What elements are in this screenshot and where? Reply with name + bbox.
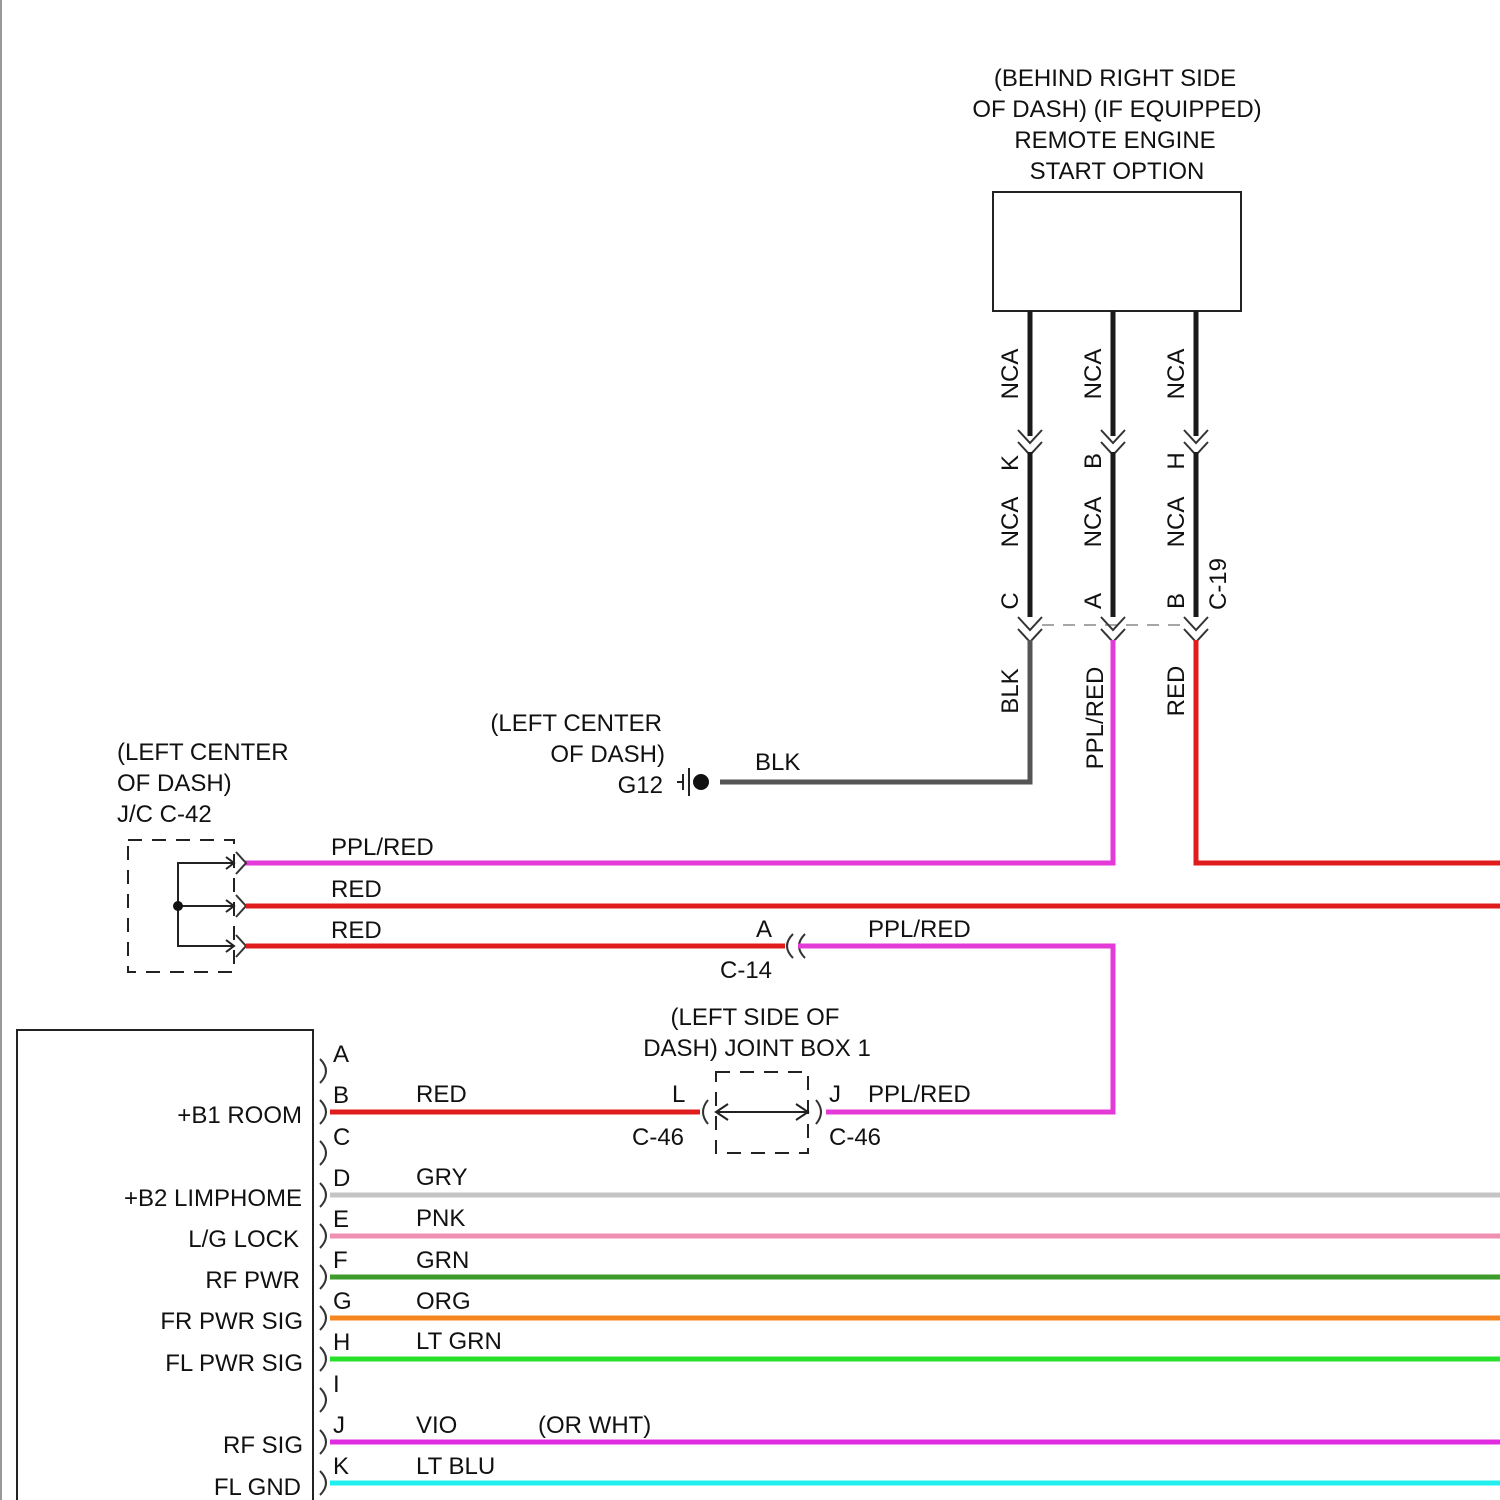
connector-terminal (1018, 617, 1042, 642)
module-wire-label: LT GRN (416, 1328, 502, 1355)
module-wire-label: GRN (416, 1247, 469, 1274)
module-function-label: FR PWR SIG (160, 1308, 303, 1335)
ground-icon (677, 768, 709, 796)
remote-start-label-line: START OPTION (1030, 158, 1205, 185)
nca-label: NCA (997, 497, 1024, 548)
pin-letter: B (1080, 453, 1107, 469)
jc-wire-label: RED (331, 917, 382, 944)
module-pin-letter: K (333, 1453, 349, 1480)
remote-start-label-line: REMOTE ENGINE (1014, 127, 1215, 154)
joint-box-bus (716, 1104, 808, 1120)
module-wire-label: RED (416, 1081, 467, 1108)
connector-terminal (1101, 617, 1125, 642)
joint-box-label-line: DASH) JOINT BOX 1 (643, 1035, 871, 1062)
module-pin-letter: G (333, 1288, 352, 1315)
jc-label-line: J/C C-42 (117, 801, 212, 828)
module-function-label: RF SIG (223, 1432, 303, 1459)
ground-wire-label: BLK (755, 749, 800, 776)
ground-location-line: OF DASH) (550, 741, 665, 768)
c14-pin: A (756, 916, 772, 943)
jc-wire-label: PPL/RED (331, 834, 434, 861)
nca-label: NCA (1163, 349, 1190, 400)
module-function-label: L/G LOCK (188, 1226, 299, 1253)
joint-box-left-connector: C-46 (632, 1124, 684, 1151)
module-function-label: FL PWR SIG (165, 1350, 303, 1377)
module-function-label: FL GND (214, 1474, 301, 1500)
red-wire-right (1196, 640, 1500, 863)
module-wire-label: PNK (416, 1205, 465, 1232)
jc-label-line: (LEFT CENTER (117, 739, 289, 766)
joint-box-right-pin: J (829, 1081, 841, 1108)
module-function-label: +B1 ROOM (177, 1102, 302, 1129)
module-pin-letter: I (333, 1371, 340, 1398)
nca-label: NCA (1163, 497, 1190, 548)
module-pin-letter: A (333, 1041, 349, 1068)
module-wire-label: GRY (416, 1164, 468, 1191)
remote-start-label-line: (BEHIND RIGHT SIDE (994, 65, 1236, 92)
module-pin-letter: J (333, 1412, 345, 1439)
jc-label-line: OF DASH) (117, 770, 232, 797)
module-pin-letter: B (333, 1082, 349, 1109)
module-pin-terminals (320, 1059, 326, 1495)
red-wire-label: RED (1163, 666, 1190, 717)
c14-wire-label: PPL/RED (868, 916, 971, 943)
pplred-wire-label: PPL/RED (1082, 667, 1109, 770)
ground-id: G12 (618, 772, 663, 799)
remote-start-label: (BEHIND RIGHT SIDE OF DASH) (IF EQUIPPED… (972, 65, 1261, 185)
module-pin-letter: F (333, 1247, 348, 1274)
pin-letter: K (997, 455, 1024, 471)
pin-letter: C (997, 592, 1024, 609)
pin-letter: A (1080, 593, 1107, 609)
c14-connector-label: C-14 (720, 957, 772, 984)
body-control-module (17, 1030, 313, 1500)
remote-start-label-line: OF DASH) (IF EQUIPPED) (972, 96, 1261, 123)
module-wire-label: ORG (416, 1288, 471, 1315)
nca-label: NCA (1080, 497, 1107, 548)
jc-internal-bus (173, 857, 234, 952)
pin-letter: B (1163, 593, 1190, 609)
module-pin-letter: H (333, 1329, 350, 1356)
module-function-label: +B2 LIMPHOME (124, 1185, 302, 1212)
pplred-wire-top (245, 640, 1113, 863)
joint-box-right-connector: C-46 (829, 1124, 881, 1151)
jc-terminals (236, 852, 246, 957)
blk-wire-label: BLK (997, 668, 1024, 713)
nca-label: NCA (1080, 349, 1107, 400)
module-pin-letter: E (333, 1206, 349, 1233)
module-pin-letter: C (333, 1124, 350, 1151)
module-wire-label: VIO (416, 1412, 457, 1439)
module-wire-note: (OR WHT) (538, 1412, 651, 1439)
pin-letter: H (1163, 452, 1190, 469)
connector-terminal (1184, 617, 1208, 642)
module-pin-letter: D (333, 1165, 350, 1192)
joint-box-label-line: (LEFT SIDE OF (671, 1004, 840, 1031)
joint-box-right-wire-label: PPL/RED (868, 1081, 971, 1108)
c19-connector (1018, 617, 1208, 642)
module-function-label: RF PWR (205, 1267, 300, 1294)
jc-wire-label: RED (331, 876, 382, 903)
c19-connector-label: C-19 (1205, 558, 1232, 610)
remote-start-module-box (993, 192, 1241, 311)
ground-location-line: (LEFT CENTER (490, 710, 662, 737)
module-wire-label: LT BLU (416, 1453, 495, 1480)
nca-label: NCA (997, 349, 1024, 400)
joint-box-left-pin: L (672, 1081, 685, 1108)
